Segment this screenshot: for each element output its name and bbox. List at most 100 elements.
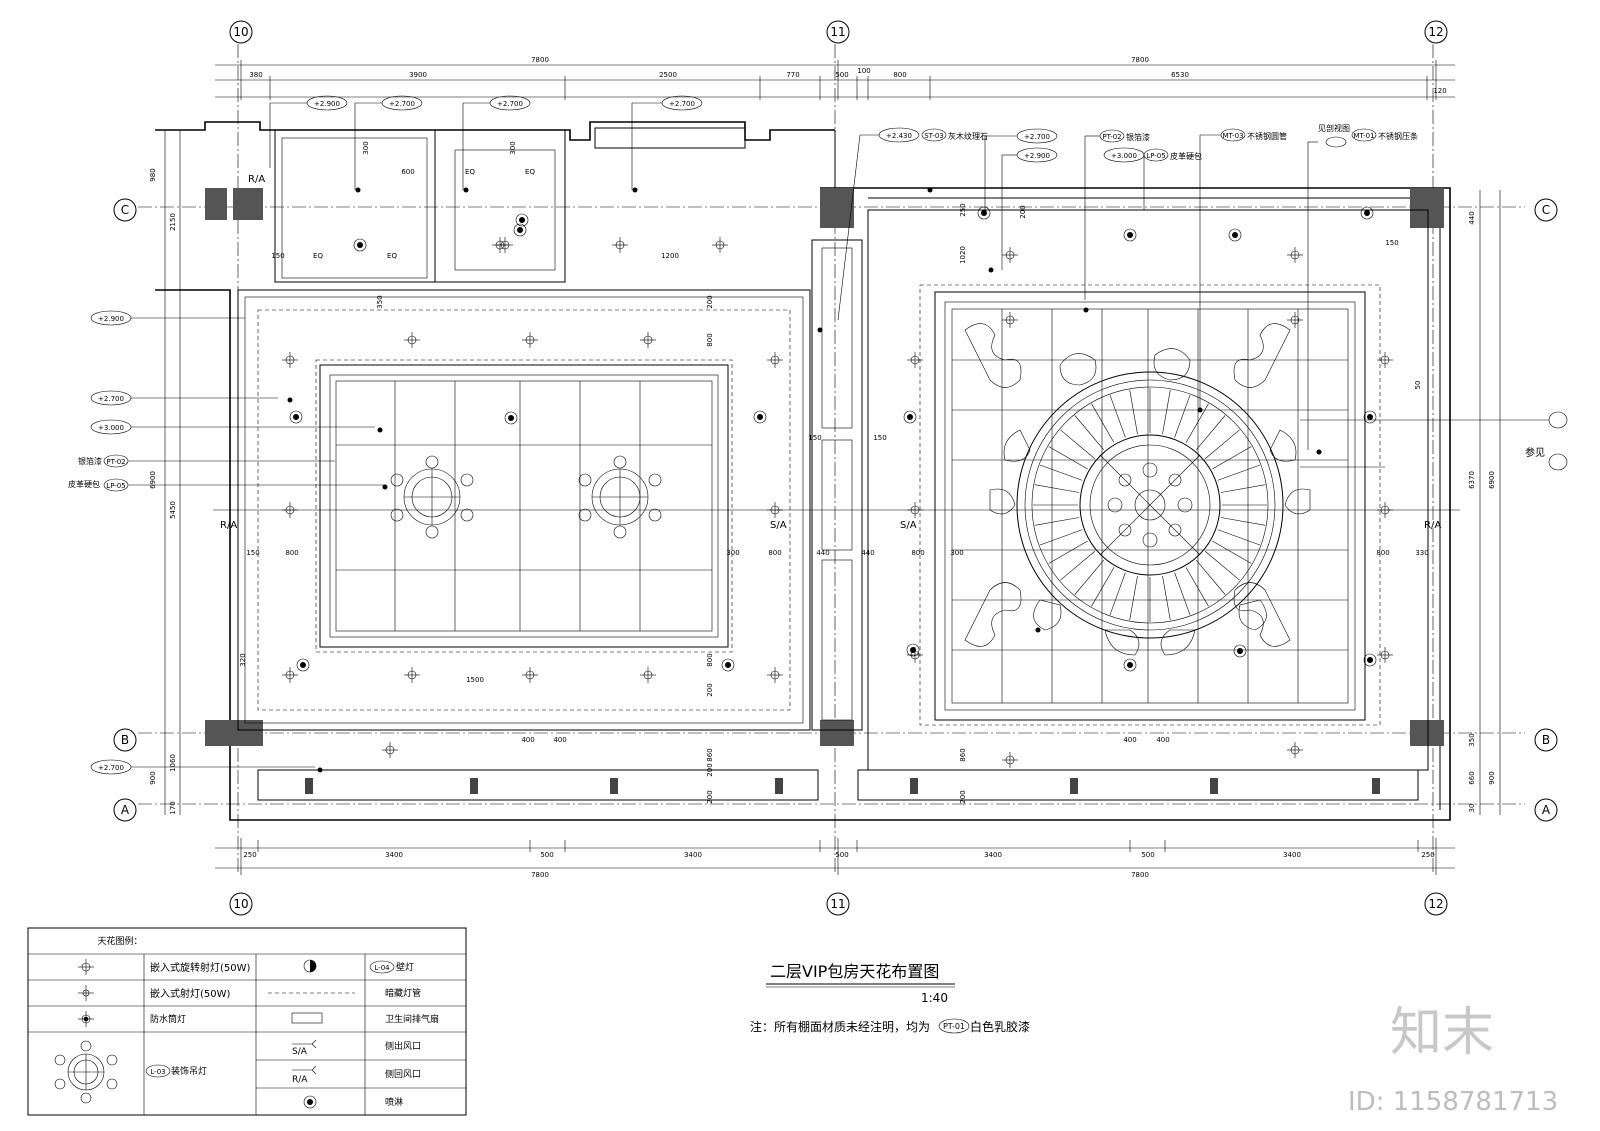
svg-text:ST-03: ST-03 [924, 132, 944, 140]
downlight-3 [640, 332, 656, 348]
svg-text:12: 12 [1428, 25, 1443, 39]
axis-bubble-bottom-12: 12 [1424, 892, 1448, 916]
svg-text:350: 350 [376, 295, 384, 308]
svg-text:200: 200 [1019, 205, 1027, 218]
svg-text:LP-05: LP-05 [106, 482, 125, 490]
svg-text:10: 10 [233, 897, 248, 911]
svg-text:200: 200 [706, 683, 714, 696]
legend-row1-right: 壁灯 [396, 961, 414, 973]
svg-text:1020: 1020 [959, 246, 967, 264]
leader-dot-0 [355, 187, 361, 193]
svg-text:10: 10 [233, 25, 248, 39]
axis-bubble-right-A: A [1534, 798, 1558, 822]
svg-text:1060: 1060 [169, 754, 177, 772]
svg-text:150: 150 [246, 549, 259, 557]
downlight-26 [1287, 742, 1303, 758]
svg-text:200: 200 [959, 790, 967, 803]
elevation-tag-top-1: +2.900 [269, 95, 348, 168]
leader-dot-6 [817, 327, 823, 333]
svg-text:11: 11 [830, 897, 845, 911]
sprinkler-14 [906, 643, 920, 657]
svg-text:C: C [1542, 203, 1550, 217]
elevation-tag-right-1: +2.430 [837, 127, 920, 321]
elevation-tag-right-2: +2.700 [984, 128, 1058, 210]
axis-bubble-left-C: C [113, 198, 137, 222]
elevation-tags: +2.900 +2.700 +2.700 +2.700 +2.900 +2.70… [90, 95, 1145, 775]
svg-text:50: 50 [1414, 381, 1422, 390]
svg-text:500: 500 [835, 71, 848, 79]
leader-dot-11 [317, 767, 323, 773]
svg-text:6370: 6370 [1468, 471, 1476, 489]
svg-text:R/A: R/A [292, 1075, 308, 1085]
watermark: 知末 ID: 1158781713 [1348, 1003, 1558, 1117]
downlight-13 [612, 237, 628, 253]
svg-text:12: 12 [1428, 897, 1443, 911]
downlight-27 [1002, 752, 1018, 768]
svg-text:1500: 1500 [466, 676, 484, 684]
legend-row3-right: 卫生间排气扇 [385, 1013, 439, 1025]
svg-text:+2.700: +2.700 [389, 100, 415, 108]
sprinkler-17 [1360, 206, 1374, 220]
svg-text:660: 660 [1468, 771, 1476, 784]
sprinkler-16 [977, 206, 991, 220]
svg-text:银箔漆: 银箔漆 [78, 456, 102, 466]
svg-text:250: 250 [959, 203, 967, 216]
svg-text:770: 770 [786, 71, 799, 79]
sprinkler-15 [1363, 653, 1377, 667]
title-scale: 1:40 [921, 991, 948, 1005]
dimension-lines: 7800 7800 380 3900 2500 770 500 100 800 … [149, 56, 1501, 879]
scroll-ornaments [964, 323, 1311, 656]
svg-text:150: 150 [873, 434, 886, 442]
ra-upper-label: R/A [248, 174, 265, 185]
svg-text:400: 400 [521, 736, 534, 744]
legend-sa-label: 侧出风口 [385, 1040, 421, 1052]
downlight-2 [522, 332, 538, 348]
elevation-tag-left-2: +2.700 [90, 390, 278, 406]
svg-text:B: B [121, 733, 129, 747]
interior-dimensions: 600 300 300 EQ EQ EQ EQ 1200 150 350 200… [239, 141, 1429, 803]
svg-text:2150: 2150 [169, 213, 177, 231]
svg-text:350: 350 [1468, 733, 1476, 746]
elevation-tag-right-3: +2.900 [1001, 147, 1058, 270]
ra-right-label: R/A [1424, 520, 1441, 531]
downlight-22 [1377, 647, 1393, 663]
svg-text:800: 800 [893, 71, 906, 79]
svg-text:900: 900 [149, 771, 157, 784]
svg-text:见剖视图: 见剖视图 [1318, 123, 1350, 133]
title-main: 二层VIP包房天花布置图 [770, 962, 939, 981]
sprinkler-2 [515, 213, 529, 227]
svg-text:2500: 2500 [659, 71, 677, 79]
svg-text:200: 200 [706, 763, 714, 776]
legend-heading: 天花图例： [97, 935, 142, 947]
svg-text:900: 900 [1488, 771, 1496, 784]
pendant-light-2 [578, 455, 662, 539]
legend-row1-label: 嵌入式旋转射灯(50W) [150, 961, 251, 974]
leader-dot-7 [988, 267, 994, 273]
column-hatch [205, 188, 1444, 746]
svg-text:500: 500 [835, 851, 848, 859]
svg-text:+2.900: +2.900 [1024, 152, 1050, 160]
leader-dot-4 [377, 427, 383, 433]
svg-text:L-04: L-04 [374, 964, 390, 972]
svg-text:MT-01: MT-01 [1353, 132, 1374, 140]
sprinkler-5 [1123, 228, 1137, 242]
svg-text:150: 150 [271, 252, 284, 260]
leader-dot-10 [1316, 449, 1322, 455]
leader-dot-8 [1083, 307, 1089, 313]
sa-right-label: S/A [900, 520, 917, 531]
downlight-16 [1287, 247, 1303, 263]
svg-text:800: 800 [706, 333, 714, 346]
axis-bubble-left-B: B [113, 728, 137, 752]
svg-text:300: 300 [362, 141, 370, 154]
svg-text:800: 800 [1376, 549, 1389, 557]
svg-text:不锈钢圆管: 不锈钢圆管 [1247, 131, 1287, 141]
ra-left-label: R/A [220, 520, 237, 531]
svg-text:320: 320 [239, 653, 247, 666]
light-fixtures [282, 187, 1393, 773]
callout-right-ref: 参见 [1300, 411, 1568, 471]
